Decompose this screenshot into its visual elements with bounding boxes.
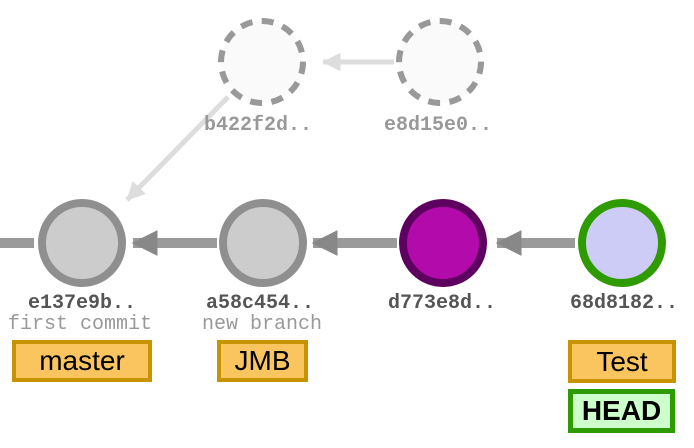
commit-message-label: first commit [7, 313, 153, 336]
ghost-commit-node-e8d15e0 [396, 18, 484, 106]
branch-badge-jmb: JMB [217, 340, 308, 382]
commit-id-label: d773e8d.. [387, 292, 497, 315]
commit-id-label: e137e9b.. [27, 292, 137, 315]
commit-message-label: new branch [201, 313, 323, 336]
branch-badge-test: Test [568, 340, 676, 383]
branch-badge-master: master [12, 340, 152, 382]
commit-node-68d8182 [578, 199, 666, 287]
commit-node-e137e9b [38, 199, 126, 287]
ghost-commit-id-label: e8d15e0.. [383, 114, 493, 137]
ghost-commit-id-label: b422f2d.. [203, 114, 313, 137]
commit-id-label: 68d8182.. [569, 292, 679, 315]
commit-id-label: a58c454.. [205, 292, 315, 315]
head-badge: HEAD [568, 389, 675, 433]
ghost-commit-node-b422f2d [218, 18, 306, 106]
commit-node-a58c454 [219, 199, 307, 287]
arrow-ghost-b422f2d-to-e137e9b [125, 95, 230, 202]
commit-node-d773e8d [399, 199, 487, 287]
